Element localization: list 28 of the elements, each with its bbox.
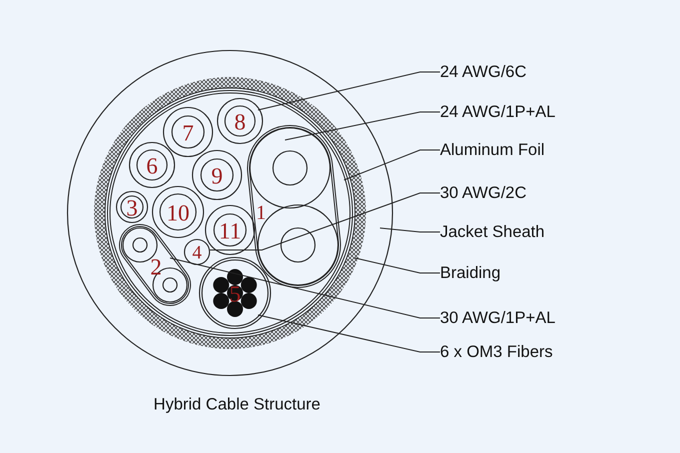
callout-label: 24 AWG/1P+AL [440,102,556,122]
part-number: 4 [192,244,202,262]
part-number: 7 [182,122,194,144]
callout-label: 30 AWG/2C [440,183,527,203]
callout-label: Aluminum Foil [440,140,545,160]
callout-label: 6 x OM3 Fibers [440,342,553,362]
callout-label: Braiding [440,263,501,283]
callout-label: 24 AWG/6C [440,62,527,82]
callout-label: Jacket Sheath [440,222,545,242]
leader-line [284,112,440,140]
leader-line [170,258,440,318]
leader-line [258,314,440,352]
part-number: 8 [234,110,246,134]
part-number: 6 [146,154,158,178]
leader-line [344,150,440,180]
part-number: 11 [218,220,242,242]
part-number: 5 [229,282,241,306]
part-number: 3 [126,196,138,220]
leader-line [258,72,440,110]
part-number: 9 [211,164,223,188]
part-number: 2 [150,256,162,278]
leader-line [354,258,440,274]
part-number: 1 [256,203,266,223]
part-number: 10 [166,202,190,224]
leader-line [380,228,440,232]
callout-label: 30 AWG/1P+AL [440,308,556,328]
diagram-title: Hybrid Cable Structure [154,396,320,414]
leader-line [210,192,440,250]
